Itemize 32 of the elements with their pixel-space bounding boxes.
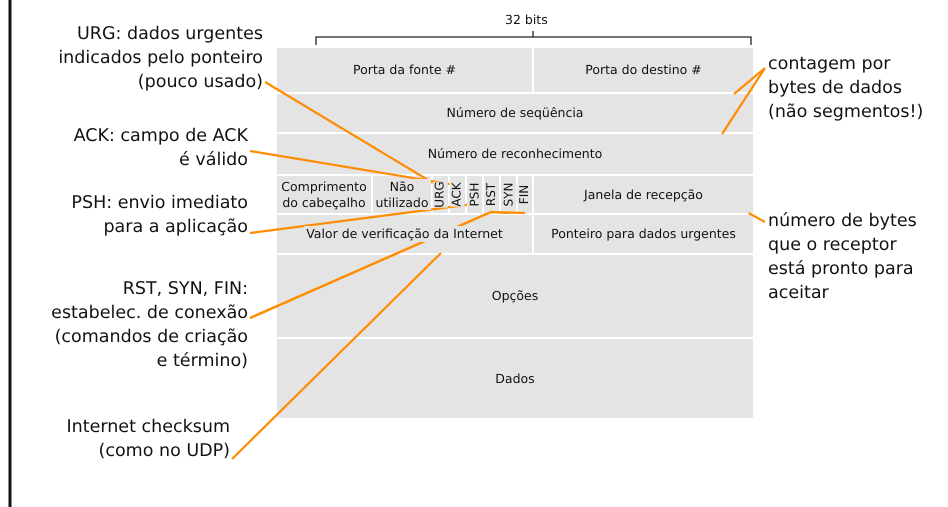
flag-cell: SYN bbox=[501, 176, 516, 213]
field-cell: Janela de recepção bbox=[534, 176, 753, 213]
callout-text: número de bytes que o receptor está pronto para aceitar bbox=[768, 209, 938, 305]
flag-cell: URG bbox=[433, 176, 448, 213]
dimension-label: 32 bits bbox=[505, 12, 548, 28]
callout-text: Internet checksum (como no UDP) bbox=[40, 415, 230, 463]
field-cell: Valor de verificação da Internet bbox=[277, 215, 532, 253]
flag-cell: ACK bbox=[450, 176, 465, 213]
field-cell: Dados bbox=[277, 339, 753, 418]
leader-line bbox=[721, 67, 766, 135]
field-cell: Comprimento do cabeçalho bbox=[277, 176, 371, 213]
callout-text: URG: dados urgentes indicados pelo ponteiro (pouco usado) bbox=[48, 22, 263, 94]
callout-text: ACK: campo de ACK é válido bbox=[68, 124, 248, 172]
leader-line bbox=[250, 150, 450, 186]
field-cell: Ponteiro para dados urgentes bbox=[534, 215, 753, 253]
flag-cell: PSH bbox=[467, 176, 482, 213]
leader-line bbox=[250, 204, 468, 234]
leader-line bbox=[231, 252, 442, 460]
flag-cell: RST bbox=[484, 176, 499, 213]
field-cell: Número de seqüência bbox=[277, 94, 753, 132]
leader-line bbox=[264, 81, 434, 184]
callout-text: RST, SYN, FIN: estabelec. de conexão (comandos de criação e término) bbox=[40, 277, 248, 373]
leader-line bbox=[748, 212, 766, 223]
callout-text: contagem por bytes de dados (não segmentos!) bbox=[768, 52, 928, 124]
field-cell: Número de reconhecimento bbox=[277, 134, 753, 174]
leader-line bbox=[733, 67, 766, 95]
field-cell: Porta do destino # bbox=[534, 48, 753, 92]
field-cell: Não utilizado bbox=[373, 176, 431, 213]
callout-text: PSH: envio imediato para a aplicação bbox=[40, 191, 248, 239]
field-cell: Opções bbox=[277, 255, 753, 337]
field-cell: Porta da fonte # bbox=[277, 48, 532, 92]
flag-cell: FIN bbox=[518, 176, 532, 213]
